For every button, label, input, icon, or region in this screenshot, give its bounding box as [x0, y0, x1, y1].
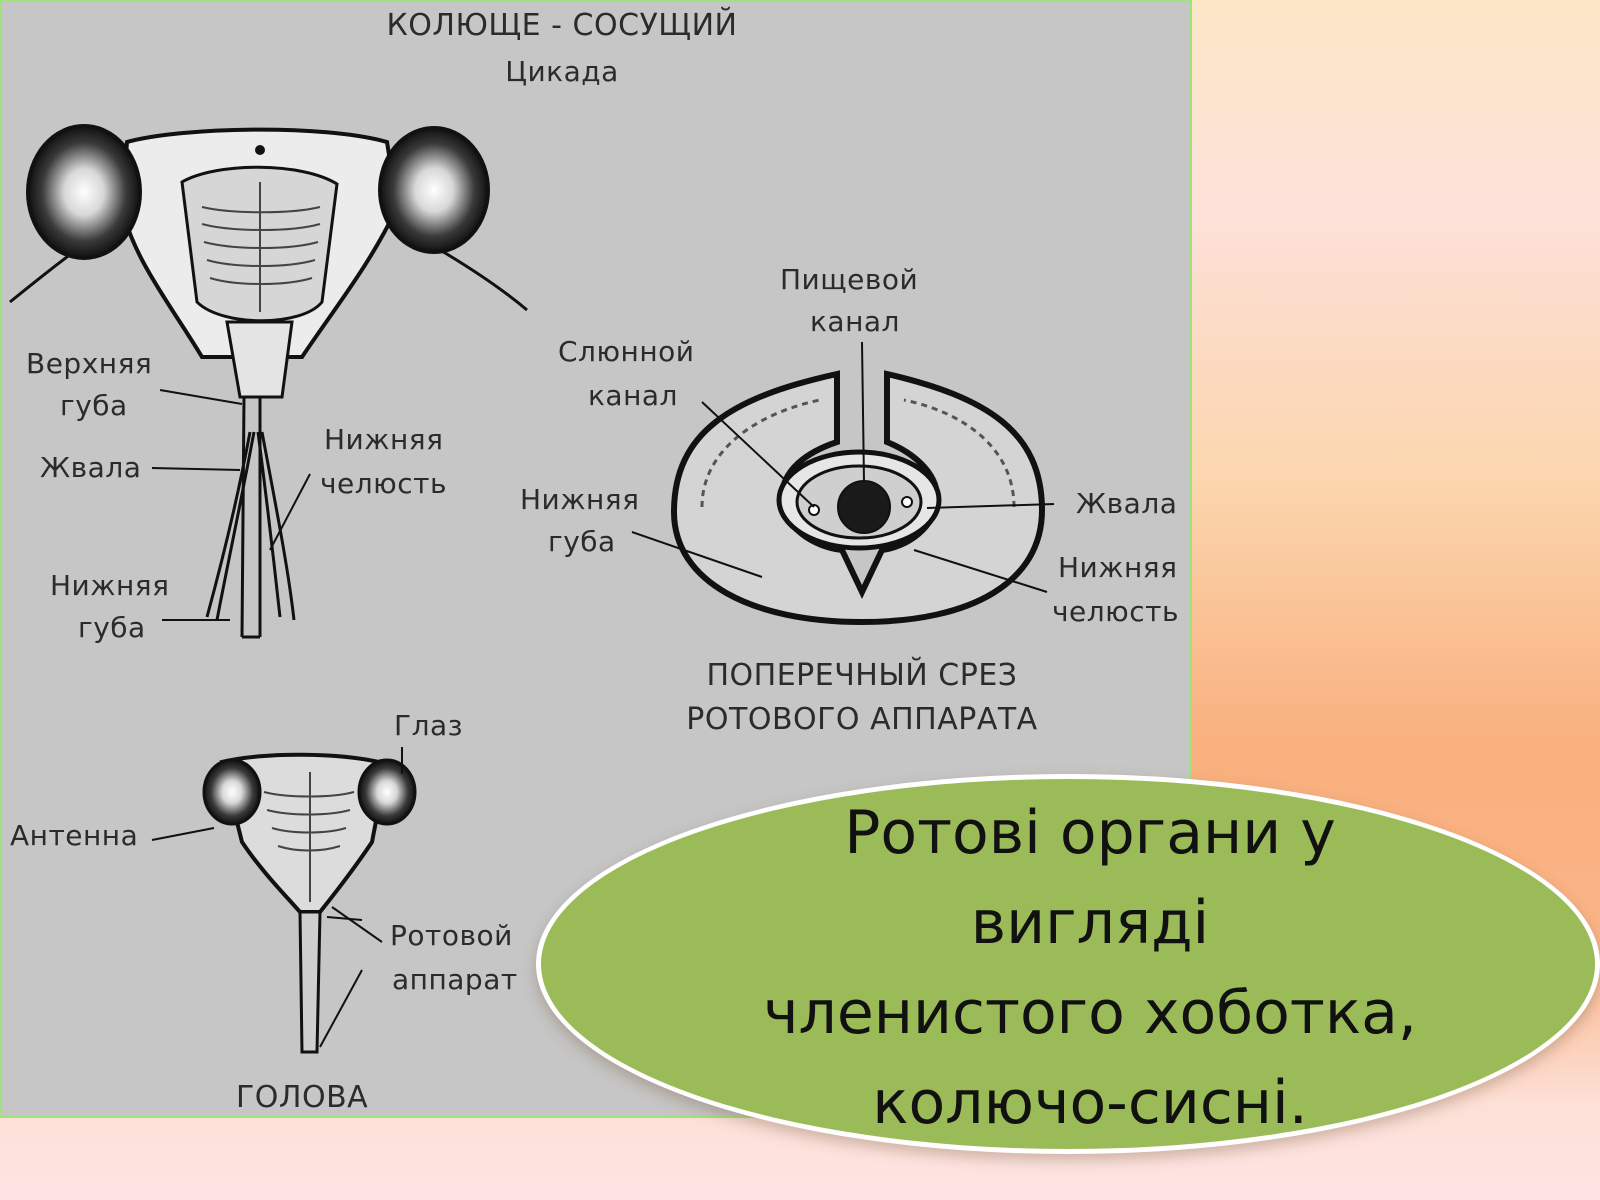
caption-line-2: вигляді — [970, 888, 1210, 958]
left-eye — [26, 124, 142, 260]
label-mouthparts-line2: аппарат — [392, 963, 518, 996]
diagram-subtitle: Цикада — [505, 55, 619, 88]
label-eye: Глаз — [394, 709, 464, 742]
label-lower-lip-line2: губа — [78, 611, 146, 644]
label-food-canal-line2: канал — [810, 305, 900, 338]
labrum — [225, 320, 294, 399]
label-upper-lip-line2: губа — [60, 389, 128, 422]
label-salivary-canal-line1: Слюнной — [558, 335, 695, 368]
cross-section-drawing — [631, 341, 1055, 626]
label-food-canal-line1: Пищевой — [780, 263, 919, 296]
label-upper-lip-line1: Верхняя — [26, 347, 153, 380]
caption-line-1: Ротові органи у — [844, 798, 1336, 868]
ocellus — [255, 145, 265, 155]
proboscis — [205, 396, 296, 639]
label-section-caption-line1: ПОПЕРЕЧНЫЙ СРЕЗ — [706, 658, 1018, 693]
food-canal — [837, 480, 891, 534]
label-maxilla-line1: Нижняя — [324, 423, 444, 456]
label-section-maxilla-line1: Нижняя — [1058, 551, 1178, 584]
small-head-drawing — [151, 747, 417, 1054]
label-mouthparts-line1: Ротовой — [390, 919, 513, 952]
caption-ellipse — [536, 774, 1600, 1154]
caption-text: Ротові органи у вигляді членистого хобот… — [650, 788, 1530, 1148]
salivary-canal — [808, 504, 820, 516]
label-section-maxilla-line2: челюсть — [1052, 595, 1179, 628]
label-salivary-canal-line2: канал — [588, 379, 678, 412]
mouthparts-illustration — [9, 124, 1055, 1054]
caption-line-4: колючо-сисні. — [872, 1068, 1308, 1138]
label-mandibles: Жвала — [40, 451, 142, 484]
label-head-caption: ГОЛОВА — [236, 1080, 369, 1115]
section-leader-lines — [631, 341, 1055, 593]
label-maxilla-line2: челюсть — [320, 467, 447, 500]
caption-line-3: членистого хоботка, — [763, 978, 1417, 1048]
right-eye — [378, 126, 490, 254]
label-section-caption-line2: РОТОВОГО АППАРАТА — [686, 702, 1038, 737]
large-head-drawing — [9, 124, 528, 639]
diagram-title: КОЛЮЩЕ - СОСУЩИЙ — [386, 8, 738, 43]
label-section-mandibles: Жвала — [1076, 487, 1178, 520]
head-leader-lines — [151, 389, 311, 621]
label-section-lower-lip-line1: Нижняя — [520, 483, 640, 516]
small-proboscis — [298, 910, 322, 1054]
label-lower-lip-line1: Нижняя — [50, 569, 170, 602]
clypeus-stripes — [201, 182, 321, 312]
label-section-lower-lip-line2: губа — [548, 525, 616, 558]
label-antenna: Антенна — [10, 819, 139, 852]
